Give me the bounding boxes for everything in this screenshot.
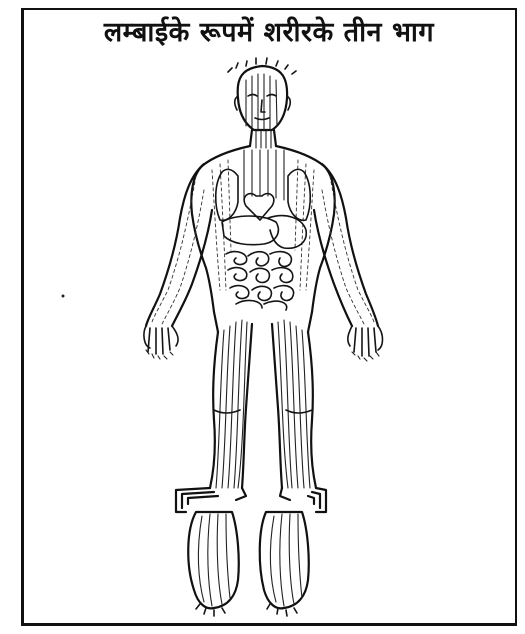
torso [191,146,334,332]
stray-dot [62,295,65,298]
internal-organs [216,169,311,310]
head [228,58,296,148]
left-arm [144,164,212,359]
right-arm [314,164,383,361]
legs [210,320,316,488]
feet [176,488,326,616]
